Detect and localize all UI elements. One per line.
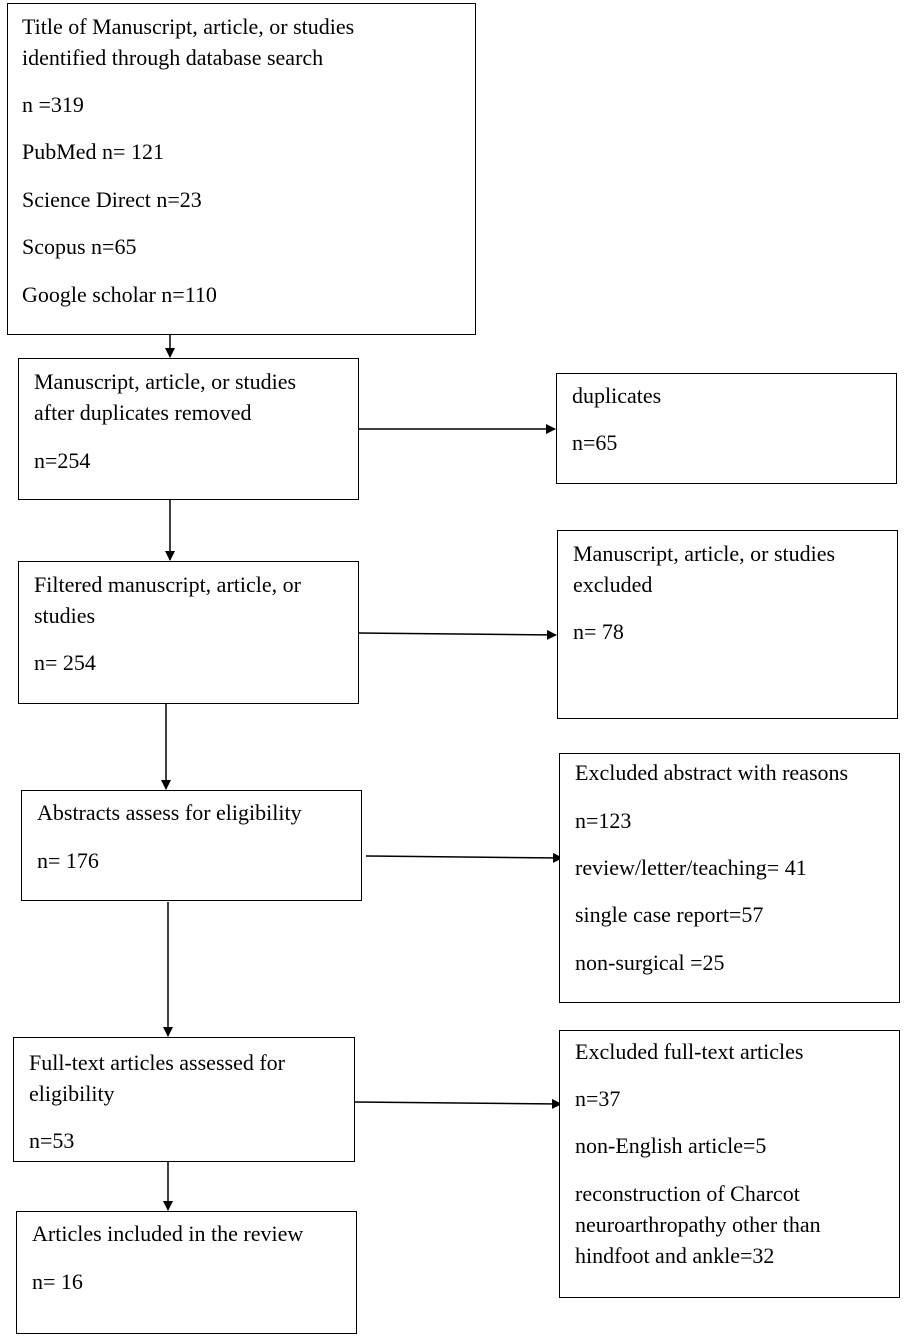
duplicates-title: duplicates [572,383,662,408]
box-abstracts [21,790,362,901]
excluded-filtered-title-line-2: excluded [573,572,653,597]
excluded-abstract-title: Excluded abstract with reasons [575,760,849,785]
identified-science-direct: Science Direct n=23 [22,187,202,212]
fulltext-title-line-2: eligibility [29,1081,115,1106]
after-duplicates-title-line-1: Manuscript, article, or studies [34,369,297,394]
excluded-fulltext-n: n=37 [575,1086,621,1111]
box-included [16,1211,357,1334]
excluded-abstract-reason-1: review/letter/teaching= 41 [575,855,807,880]
abstracts-title: Abstracts assess for eligibility [37,800,302,825]
excluded-fulltext-title: Excluded full-text articles [575,1039,804,1064]
excluded-filtered-title-line-1: Manuscript, article, or studies [573,541,836,566]
box-excluded-fulltext [559,1030,900,1298]
box-identified [7,3,476,335]
box-excluded-abstract [559,753,900,1003]
fulltext-title-line-1: Full-text articles assessed for [29,1050,285,1075]
arrow-filtered-to-excluded [358,629,557,640]
included-n: n= 16 [32,1269,83,1294]
box-fulltext [13,1037,355,1162]
box-after-duplicates [18,358,359,500]
excluded-fulltext-reason-2-line-2: neuroarthropathy other than [575,1212,821,1237]
arrow-abstracts-to-excluded [365,852,563,863]
excluded-abstract-n: n=123 [575,808,632,833]
identified-scopus: Scopus n=65 [22,234,137,259]
identified-title-line-1: Title of Manuscript, article, or studies [22,14,355,39]
after-duplicates-title-line-2: after duplicates removed [34,400,252,425]
after-duplicates-n: n=254 [34,448,91,473]
box-excluded-filtered [557,530,898,719]
identified-n: n =319 [22,92,84,117]
excluded-filtered-n: n= 78 [573,619,624,644]
abstracts-n: n= 176 [37,848,99,873]
filtered-n: n= 254 [34,650,96,675]
included-title: Articles included in the review [32,1221,304,1246]
identified-google-scholar: Google scholar n=110 [22,282,217,307]
arrow-fulltext-to-excluded [354,1098,562,1109]
box-filtered [18,561,359,704]
box-duplicates [556,373,897,484]
excluded-abstract-reason-3: non-surgical =25 [575,950,725,975]
excluded-fulltext-reason-1: non-English article=5 [575,1133,767,1158]
filtered-title-line-1: Filtered manuscript, article, or [34,572,301,597]
identified-title-line-2: identified through database search [22,45,324,70]
filtered-title-line-2: studies [34,603,96,628]
excluded-fulltext-reason-2-line-3: hindfoot and ankle=32 [575,1243,775,1268]
excluded-abstract-reason-2: single case report=57 [575,902,764,927]
fulltext-n: n=53 [29,1128,75,1153]
excluded-fulltext-reason-2-line-1: reconstruction of Charcot [575,1181,800,1206]
duplicates-n: n=65 [572,430,618,455]
identified-pubmed: PubMed n= 121 [22,139,164,164]
